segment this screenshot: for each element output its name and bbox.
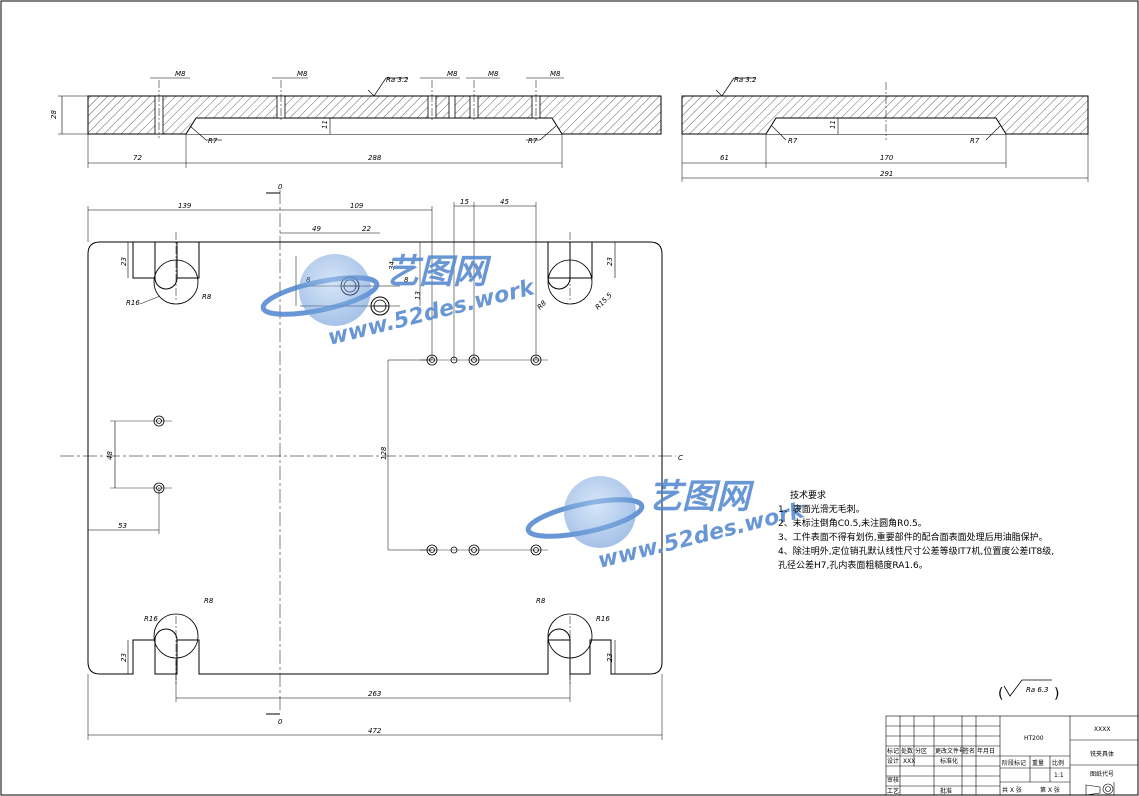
- dim-170: 170: [880, 154, 894, 162]
- thread-label-4: M8: [488, 70, 499, 78]
- plan-view: 0 0 C 139 109 15 45 49 22: [60, 183, 683, 740]
- datum-top: 0: [278, 183, 283, 191]
- depth-dim-right: 11: [829, 120, 837, 129]
- tb-scale-label: 比例: [1052, 759, 1064, 767]
- roughness-symbol-left: Ra 3.2: [386, 76, 409, 84]
- title-block: [885, 715, 1139, 796]
- projection-symbol-icon: [1085, 783, 1114, 796]
- tb-stage-label: 阶段标记: [1002, 759, 1026, 767]
- thread-label-5: M8: [550, 70, 561, 78]
- slot-depth-tl: 23: [120, 257, 128, 266]
- tb-code: XXXX: [1094, 726, 1110, 733]
- dim-109: 109: [350, 202, 364, 210]
- note-line-5: 孔径公差H7,孔内表面粗糙度RA1.6。: [778, 559, 928, 571]
- tb-sheet-total: 共 X 张: [1002, 786, 1022, 794]
- dim-34: 34: [388, 261, 396, 270]
- general-roughness-value: Ra 6.3: [1026, 686, 1049, 694]
- dim-15: 15: [460, 198, 469, 206]
- dim-8-b: 8: [404, 276, 409, 284]
- dim-139: 139: [178, 202, 192, 210]
- watermark-brand-1: 艺图网: [385, 252, 492, 292]
- radius-br-r16: R16: [596, 615, 610, 623]
- radius-tr-r8: R8: [536, 299, 549, 312]
- tb-process-label: 工艺: [887, 787, 899, 795]
- title-block-text: 标记 处数 分区 更改文件号 签名 年月日 设计 XXX 标准化 审核 工艺 批…: [887, 726, 1114, 796]
- tb-drawing-no-label: 图纸代号: [1090, 770, 1114, 778]
- general-roughness: ( Ra 6.3 ): [998, 679, 1059, 702]
- thread-label-3: M8: [447, 70, 458, 78]
- slot-depth-br: 23: [606, 653, 614, 662]
- section-view-right: Ra 3.2 11 R7 R7 61 170 291: [681, 76, 1089, 182]
- tb-check-label: 审核: [887, 776, 899, 784]
- dim-49: 49: [312, 225, 321, 233]
- dim-53: 53: [118, 522, 127, 530]
- datum-bottom: 0: [278, 718, 283, 726]
- tb-head-2: 处数: [901, 747, 913, 755]
- dim-22: 22: [362, 225, 371, 233]
- notes-title: 技术要求: [790, 489, 826, 501]
- dim-288: 288: [368, 154, 382, 162]
- radius-bl-r8: R8: [204, 597, 214, 605]
- tb-head-3: 分区: [915, 747, 927, 755]
- tb-sheet-no: 第 X 张: [1040, 786, 1060, 794]
- radius-tl-r16: R16: [126, 299, 140, 307]
- svg-text:): ): [1054, 686, 1059, 702]
- dim-291: 291: [880, 170, 893, 178]
- hole-pattern: [153, 354, 542, 556]
- note-line-1: 1、表面光滑无毛刺。: [778, 503, 865, 515]
- watermark-logo-1: 艺图网 www.52des.work: [260, 252, 538, 351]
- depth-dim-left: 11: [321, 120, 329, 129]
- watermark-brand-2: 艺图网: [648, 477, 755, 517]
- dim-128: 128: [380, 446, 388, 460]
- tb-std-label: 标准化: [940, 757, 958, 765]
- dim-45: 45: [500, 198, 509, 206]
- radius-right-view-right: R7: [970, 137, 980, 145]
- thickness-dim: 28: [50, 110, 58, 119]
- tb-head-5: 签名: [963, 747, 975, 755]
- tb-weight-label: 重量: [1032, 759, 1044, 767]
- svg-text:(: (: [998, 686, 1003, 702]
- tb-approve-label: 批准: [940, 787, 952, 795]
- watermark-logo-2: 艺图网 www.52des.work: [525, 476, 808, 574]
- technical-notes: 技术要求 1、表面光滑无毛刺。 2、未标注倒角C0.5,未注圆角R0.5。 3、…: [778, 489, 1054, 571]
- section-view-left: M8 M8 M8 M8 M8 Ra 3.2 28 11 R7 R7 72 288: [50, 70, 662, 168]
- radius-bl-r16: R16: [144, 615, 158, 623]
- tb-designer-value: XXX: [903, 758, 915, 765]
- dim-61: 61: [720, 154, 729, 162]
- thread-label-1: M8: [175, 70, 186, 78]
- radius-br-r8: R8: [536, 597, 546, 605]
- tb-scale-value: 1:1: [1054, 772, 1064, 779]
- tb-part-name: 铣夹具体: [1090, 750, 1114, 758]
- dim-472: 472: [368, 727, 382, 735]
- thread-label-2: M8: [297, 70, 308, 78]
- radius-right-view-left: R7: [788, 137, 798, 145]
- dim-13: 13: [414, 291, 422, 300]
- dim-48: 48: [106, 451, 114, 460]
- roughness-symbol-right: Ra 3.2: [734, 76, 757, 84]
- tb-designer-label: 设计: [887, 757, 899, 765]
- tb-head-1: 标记: [887, 747, 899, 755]
- tb-head-6: 年月日: [977, 747, 995, 755]
- radius-right-r7: R7: [528, 137, 538, 145]
- slot-depth-bl: 23: [120, 653, 128, 662]
- slot-depth-tr: 23: [606, 257, 614, 266]
- dim-72: 72: [133, 154, 142, 162]
- radius-left-r7: R7: [208, 137, 218, 145]
- dim-263: 263: [368, 690, 381, 698]
- radius-tr-r155: R15.5: [594, 291, 615, 312]
- note-line-2: 2、未标注倒角C0.5,未注圆角R0.5。: [778, 517, 927, 529]
- tb-material: HT200: [1024, 735, 1044, 742]
- centerline-tag: C: [678, 454, 683, 462]
- tb-head-4: 更改文件号: [935, 747, 965, 755]
- note-line-4: 4、除注明外,定位销孔默认线性尺寸公差等级IT7机,位置度公差IT8级,: [778, 545, 1054, 557]
- radius-tl-r8: R8: [202, 293, 212, 301]
- note-line-3: 3、工件表面不得有划伤,重要部件的配合面表面处理后用油脂保护。: [778, 531, 1048, 543]
